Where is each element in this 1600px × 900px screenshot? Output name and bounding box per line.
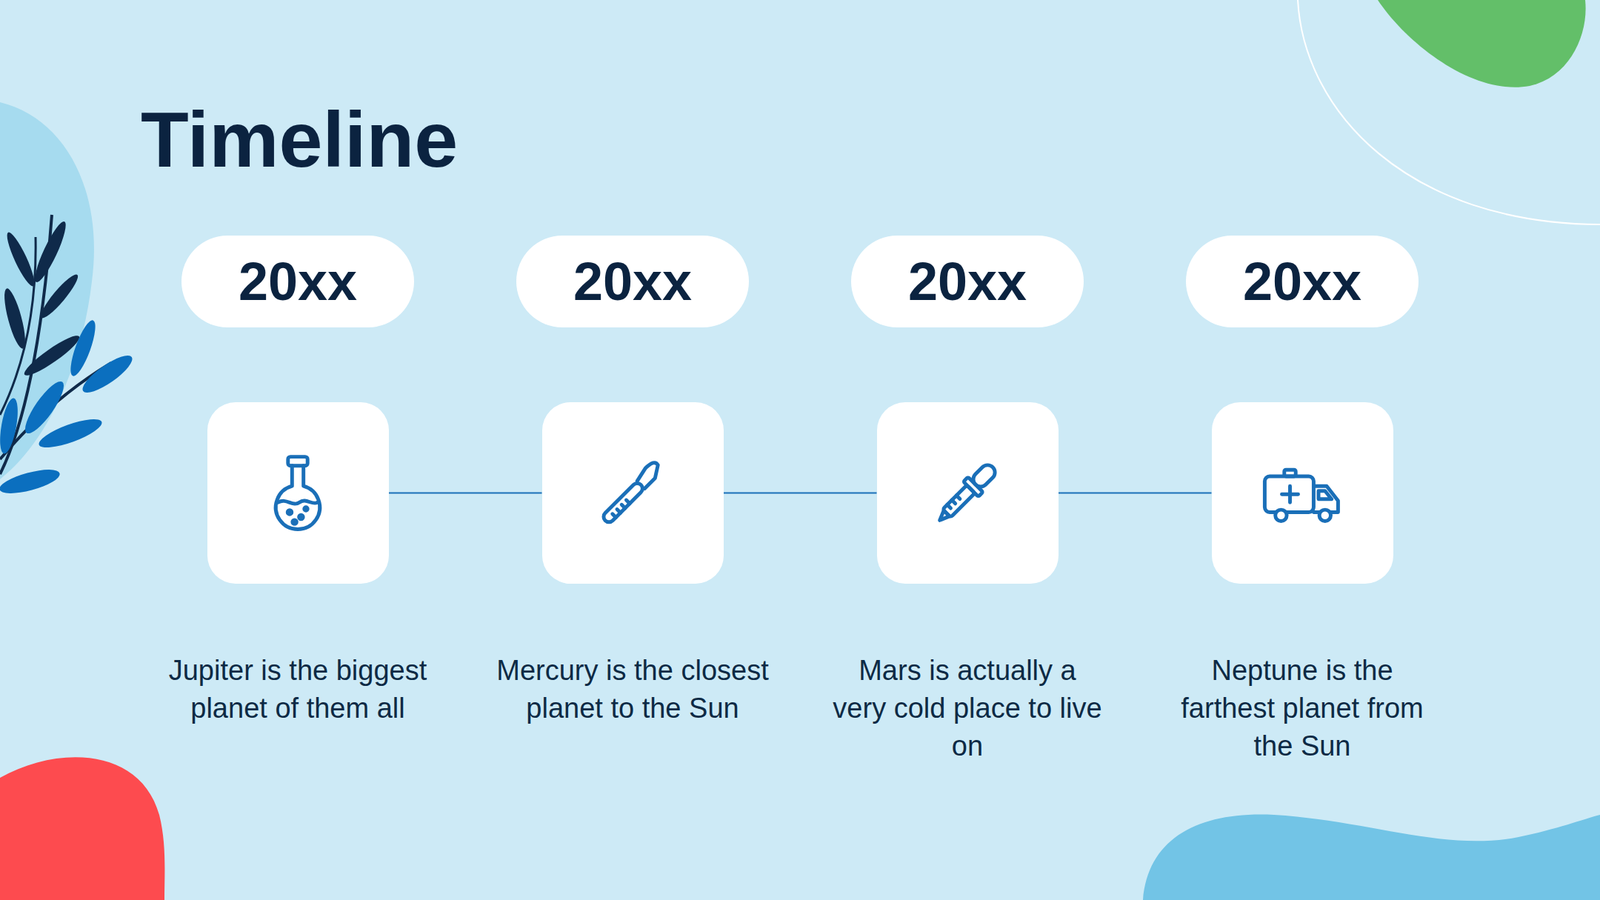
blue-blob [1142,814,1600,900]
flask-icon [275,457,320,530]
year-pill: 20xx [181,235,415,328]
icon-box: Mercury is the closest planet to the Sun [542,402,724,584]
event-description: Mercury is the closest planet to the Sun [495,651,770,728]
icon-box: Jupiter is the biggest planet of them al… [207,402,389,584]
white-curve [1297,0,1600,225]
leaf-branch [0,214,138,498]
icon-box: Mars is actually a very cold place to li… [877,402,1059,584]
year-pill: 20xx [851,235,1084,328]
scalpel-icon [599,460,664,525]
timeline-connector [723,492,878,495]
year-label: 20xx [573,251,692,312]
timeline-connector [1058,492,1212,495]
ambulance-icon [1264,469,1338,521]
event-description: Jupiter is the biggest planet of them al… [160,651,435,728]
slide-title: Timeline [140,94,458,185]
year-label: 20xx [238,251,358,312]
event-description: Mars is actually a very cold place to li… [830,651,1105,766]
red-blob [0,757,165,900]
green-blob [1377,0,1586,88]
year-label: 20xx [1242,251,1362,312]
year-pill: 20xx [516,235,749,328]
icon-box: Neptune is the farthest planet from the … [1211,402,1394,584]
event-description: Neptune is the farthest planet from the … [1165,651,1440,766]
timeline-connector [388,492,543,495]
dropper-icon [932,460,1001,529]
year-label: 20xx [908,251,1027,312]
year-pill: 20xx [1185,235,1419,328]
